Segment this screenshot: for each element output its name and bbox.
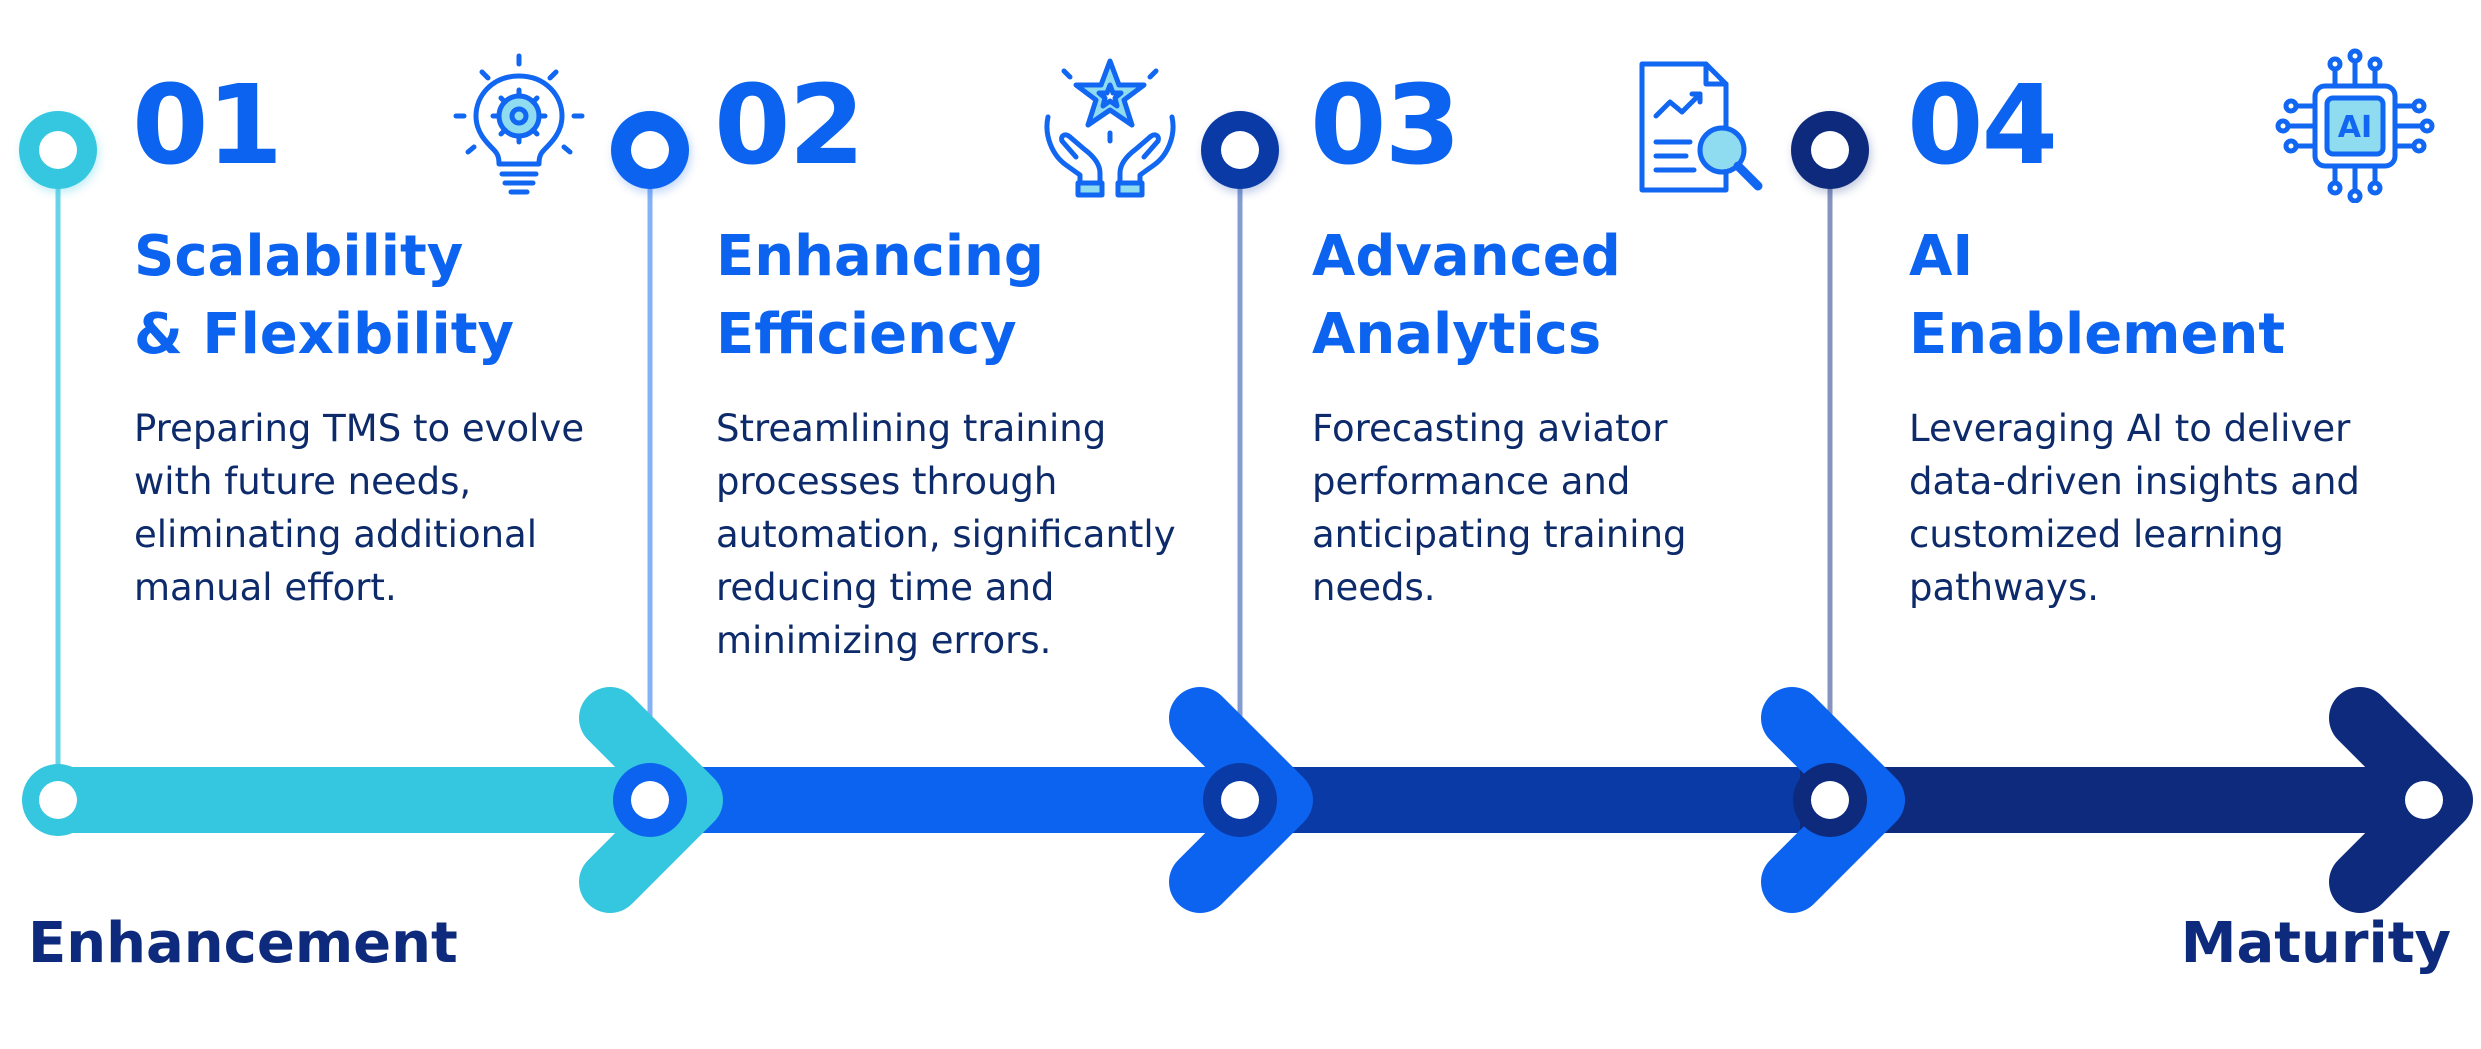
stage-title-4: AI Enablement xyxy=(1909,218,2285,374)
ai-chip-icon: AI xyxy=(2275,48,2435,203)
stage-title-2-line-2: Efficiency xyxy=(716,302,1017,367)
timeline-segment-3 xyxy=(1210,767,1860,833)
stage-number-2: 02 xyxy=(714,61,865,189)
top-marker-3 xyxy=(1201,111,1280,192)
stage-desc-3-line-1: Forecasting aviator xyxy=(1312,407,1668,450)
stage-desc-4-line-4: pathways. xyxy=(1909,566,2099,609)
stage-description-1: Preparing TMS to evolve with future need… xyxy=(134,402,654,614)
stage-title-1: Scalability & Flexibility xyxy=(134,218,514,374)
stage-description-3: Forecasting aviator performance and anti… xyxy=(1312,402,1832,614)
stage-desc-4-line-1: Leveraging AI to deliver xyxy=(1909,407,2351,450)
stage-desc-4-line-2: data-driven insights and xyxy=(1909,460,2360,503)
stage-number-3: 03 xyxy=(1310,61,1461,189)
timeline-segment-2 xyxy=(620,767,1270,833)
stage-title-1-line-1: Scalability xyxy=(134,224,464,289)
stage-title-1-line-2: & Flexibility xyxy=(134,302,515,367)
top-marker-1 xyxy=(19,111,98,192)
stage-title-2-line-1: Enhancing xyxy=(716,224,1044,289)
timeline-marker-start xyxy=(22,764,94,836)
stage-desc-2-line-3: automation, significantly xyxy=(716,513,1176,556)
stage-desc-3-line-2: performance and xyxy=(1312,460,1631,503)
timeline-marker-3 xyxy=(1203,763,1277,837)
stage-title-3-line-2: Analytics xyxy=(1312,302,1602,367)
stage-desc-1-line-4: manual effort. xyxy=(134,566,397,609)
stage-title-4-line-1: AI xyxy=(1909,224,1974,289)
start-label: Enhancement xyxy=(28,911,458,976)
stage-desc-3-line-4: needs. xyxy=(1312,566,1436,609)
stage-desc-2-line-4: reducing time and xyxy=(716,566,1055,609)
chevron-2 xyxy=(1169,687,1313,913)
stage-number-4: 04 xyxy=(1907,61,2058,189)
end-label: Maturity xyxy=(2180,911,2451,976)
stage-title-2: Enhancing Efficiency xyxy=(716,218,1044,374)
chevron-3 xyxy=(1761,687,1905,913)
report-magnifier-icon xyxy=(1639,61,1763,193)
stage-desc-1-line-1: Preparing TMS to evolve xyxy=(134,407,585,450)
timeline-marker-end xyxy=(2405,781,2443,819)
stage-desc-3-line-3: anticipating training xyxy=(1312,513,1687,556)
stage-title-3: Advanced Analytics xyxy=(1312,218,1621,374)
hands-star-icon xyxy=(1044,58,1176,198)
stage-desc-2-line-2: processes through xyxy=(716,460,1058,503)
stage-desc-1-line-3: eliminating additional xyxy=(134,513,538,556)
top-marker-2 xyxy=(611,111,690,192)
timeline-segment-1 xyxy=(25,767,680,833)
ai-chip-label: AI xyxy=(2338,110,2372,145)
stage-desc-1-line-2: with future needs, xyxy=(134,460,472,503)
chevron-1 xyxy=(579,687,723,913)
stage-title-3-line-1: Advanced xyxy=(1312,224,1621,289)
stage-description-4: Leveraging AI to deliver data-driven ins… xyxy=(1909,402,2429,614)
stage-desc-2-line-5: minimizing errors. xyxy=(716,619,1052,662)
stage-number-1: 01 xyxy=(132,61,283,189)
stage-description-2: Streamlining training processes through … xyxy=(716,402,1236,667)
timeline-marker-2 xyxy=(613,763,687,837)
timeline-marker-4 xyxy=(1793,763,1867,837)
top-marker-4 xyxy=(1791,111,1870,192)
stage-desc-4-line-3: customized learning xyxy=(1909,513,2284,556)
stage-title-4-line-2: Enablement xyxy=(1909,302,2286,367)
lightbulb-gear-icon xyxy=(453,53,585,195)
stage-desc-2-line-1: Streamlining training xyxy=(716,407,1107,450)
